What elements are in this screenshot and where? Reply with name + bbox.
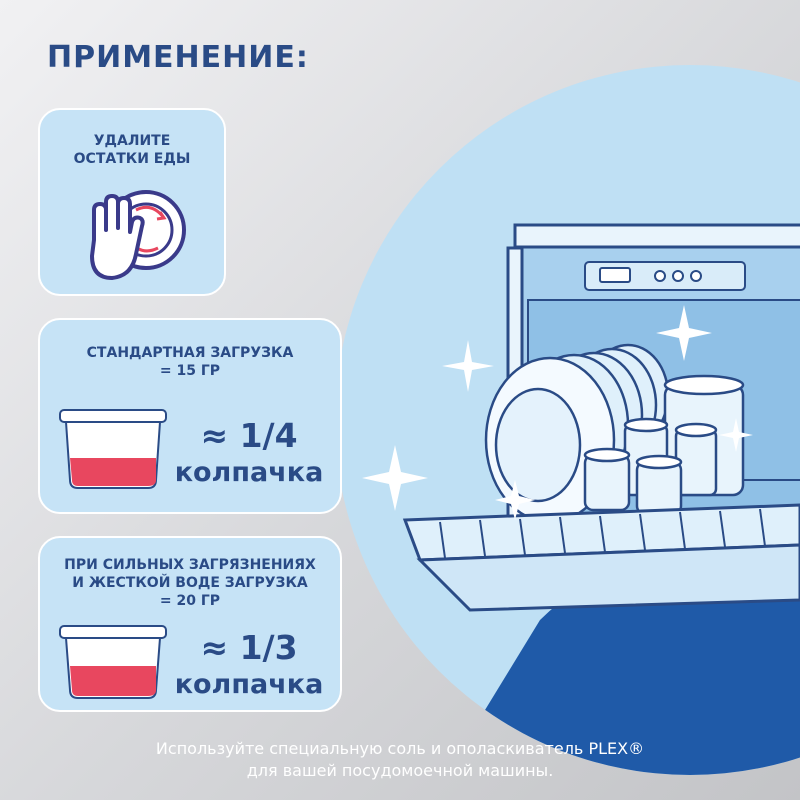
step-title: ПРИ СИЛЬНЫХ ЗАГРЯЗНЕНИЯХ И ЖЕСТКОЙ ВОДЕ … — [64, 557, 316, 609]
dose-value: ≈ 1/3 — [200, 628, 298, 667]
measuring-cap-icon — [59, 409, 167, 489]
step-card-standard-load: СТАНДАРТНАЯ ЗАГРУЗКА = 15 гр ≈ 1/4 колпа… — [38, 318, 342, 514]
sparkle-icon — [362, 305, 753, 520]
step-card-remove-food: УДАЛИТЕ ОСТАТКИ ЕДЫ — [38, 108, 226, 296]
hand-wiping-plate-icon — [90, 190, 186, 280]
page-title: ПРИМЕНЕНИЕ: — [47, 40, 309, 75]
dose-label: ≈ 1/4 колпачка — [164, 416, 334, 490]
step-title: УДАЛИТЕ ОСТАТКИ ЕДЫ — [73, 133, 191, 167]
dose-label: ≈ 1/3 колпачка — [164, 628, 334, 702]
step-title: СТАНДАРТНАЯ ЗАГРУЗКА = 15 гр — [86, 345, 294, 379]
dose-value: ≈ 1/4 — [200, 416, 298, 455]
dose-unit: колпачка — [174, 669, 324, 700]
dose-unit: колпачка — [174, 457, 324, 488]
cap-liquid-fill — [70, 458, 156, 486]
step-card-heavy-load: ПРИ СИЛЬНЫХ ЗАГРЯЗНЕНИЯХ И ЖЕСТКОЙ ВОДЕ … — [38, 536, 342, 712]
cap-liquid-fill — [70, 666, 156, 696]
footer-note: Используйте специальную соль и ополаскив… — [155, 739, 645, 780]
measuring-cap-icon — [59, 625, 167, 699]
